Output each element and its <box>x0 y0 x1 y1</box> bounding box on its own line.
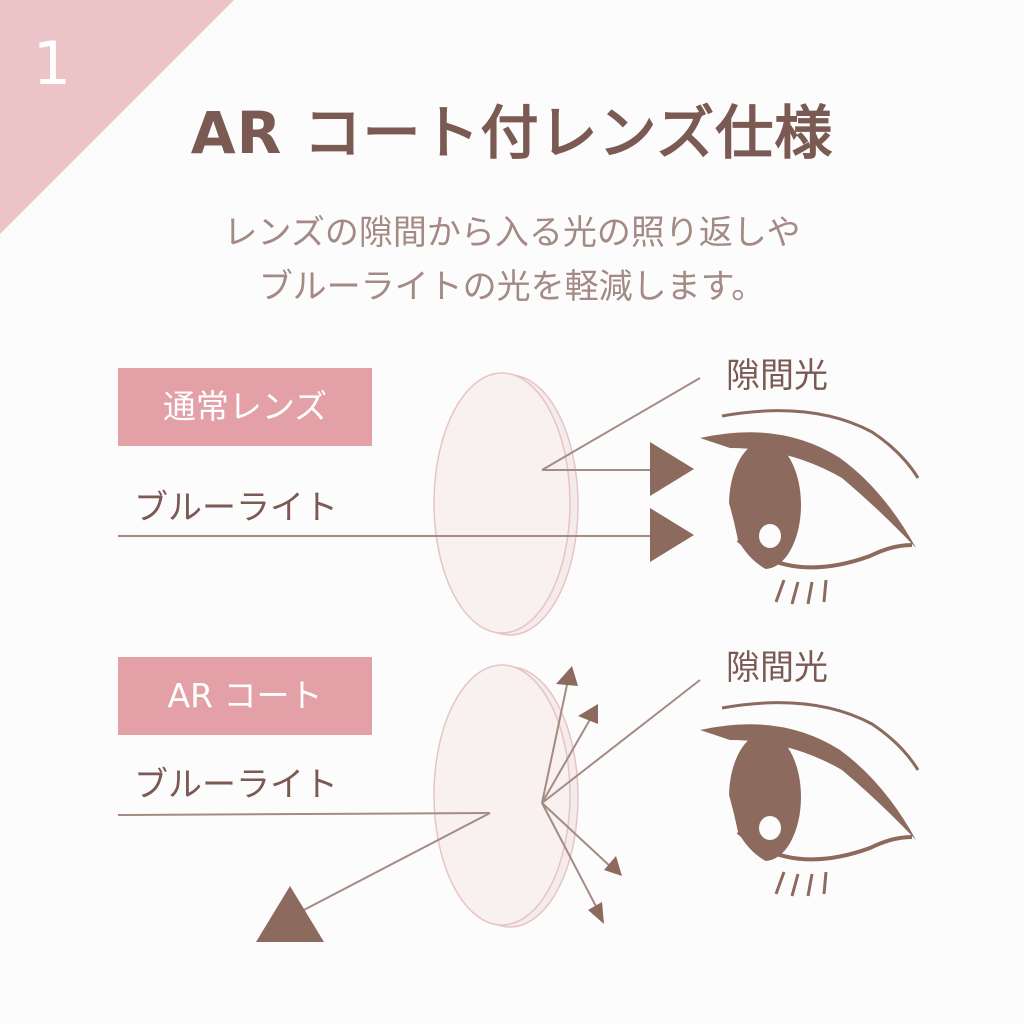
blue-light-arrow-normal <box>650 508 694 562</box>
gap-light-label-normal: 隙間光 <box>726 356 828 396</box>
description-line-1: レンズの隙間から入る光の照り返しや <box>223 213 801 253</box>
panel-ar-coat <box>117 664 920 942</box>
lens-shape-ar <box>433 664 579 928</box>
corner-step-badge <box>0 0 234 234</box>
eye-icon <box>700 409 920 605</box>
blue-light-label-normal: ブルーライト <box>134 488 338 528</box>
description: レンズの隙間から入る光の照り返しや ブルーライトの光を軽減します。 <box>0 206 1024 314</box>
scattered-light-rays <box>541 679 613 915</box>
gap-light-ray-in-normal <box>541 377 701 471</box>
gap-light-ray-in-ar <box>541 679 701 804</box>
step-number: 1 <box>32 29 72 99</box>
gap-light-label-ar: 隙間光 <box>726 648 828 688</box>
blue-light-ray-ar <box>117 812 491 816</box>
eye-icon <box>700 701 920 897</box>
blue-light-arrow-ar <box>256 886 324 942</box>
badge-ar-coat: AR コート <box>118 657 372 735</box>
panel-normal-lens <box>118 372 920 636</box>
blue-light-reflected-ar <box>299 812 491 913</box>
lens-shape-normal <box>433 372 579 636</box>
badge-normal-lens: 通常レンズ <box>118 368 372 446</box>
page-title: AR コート付レンズ仕様 <box>190 99 834 167</box>
description-line-2: ブルーライトの光を軽減します。 <box>258 267 766 307</box>
gap-light-arrow-normal <box>650 442 694 496</box>
scattered-light-arrowheads <box>556 666 622 924</box>
blue-light-label-ar: ブルーライト <box>134 765 338 805</box>
